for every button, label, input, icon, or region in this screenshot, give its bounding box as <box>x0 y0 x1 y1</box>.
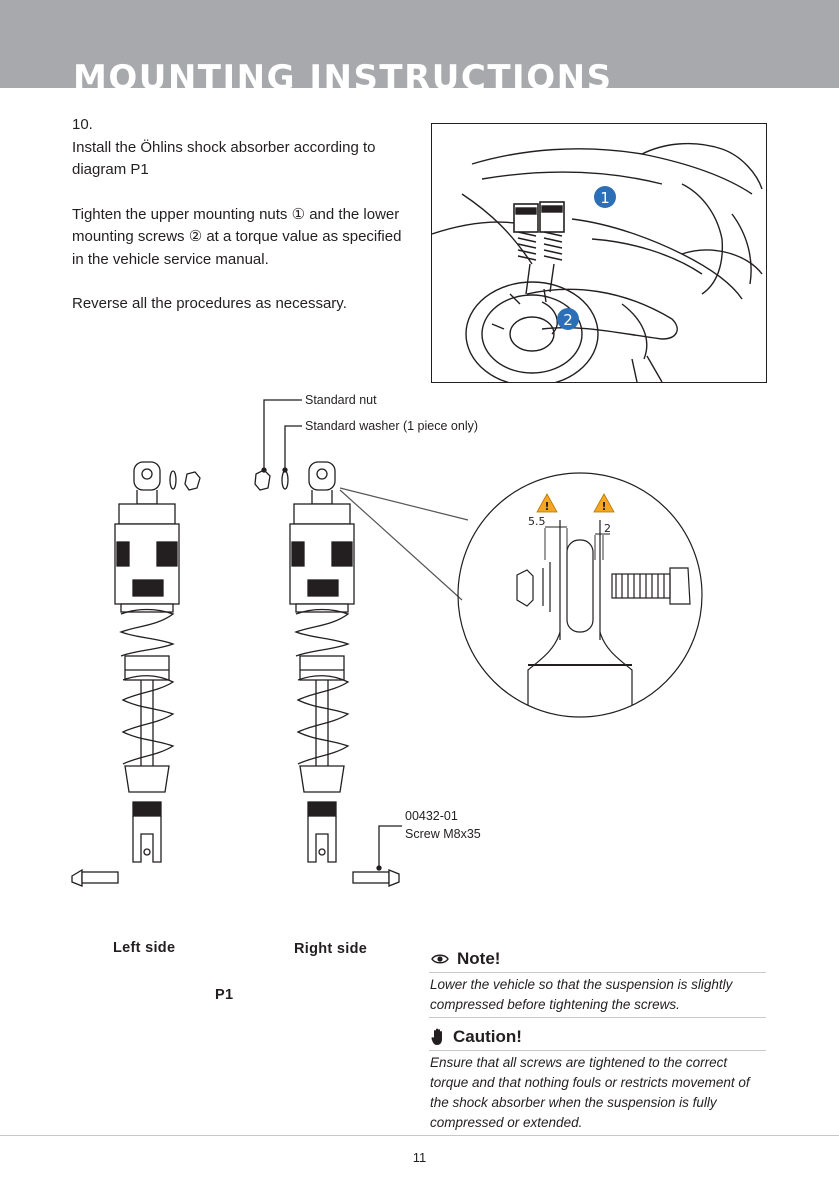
page-number: 11 <box>412 1150 427 1165</box>
washer-leader-line <box>284 425 302 470</box>
marker-2-label: 2 <box>563 311 573 329</box>
footer-divider <box>0 1135 839 1136</box>
marker-1-circle <box>594 186 616 208</box>
marker-1-label: 1 <box>600 189 610 207</box>
left-shock <box>114 461 180 863</box>
left-hardware <box>71 470 201 887</box>
svg-text:!: ! <box>601 500 606 513</box>
svg-text:!: ! <box>544 500 549 513</box>
hand-icon <box>431 1028 442 1045</box>
header-band: MOUNTING INSTRUCTIONS <box>0 0 839 88</box>
shock-diagram: ! ! 5.5 2 <box>71 399 703 887</box>
torque-text: Tighten the upper mounting nuts ① and th… <box>72 205 402 268</box>
motorcycle-drawing: 1 2 <box>432 142 763 382</box>
marker-2-circle <box>557 308 579 330</box>
detail-zoom <box>339 472 703 718</box>
note-title: Note! <box>457 949 501 968</box>
warning-icon-right: ! <box>593 493 615 513</box>
right-shock <box>289 461 355 863</box>
note-header: Note! <box>429 948 766 973</box>
step-number: 10. <box>72 116 93 133</box>
caution-title: Caution! <box>453 1027 522 1046</box>
screw-leader-line <box>378 825 402 868</box>
photo-marker-2: 2 <box>557 308 579 330</box>
screw-code-label: 00432-01 <box>405 809 458 823</box>
caution-header: Caution! <box>429 1026 766 1051</box>
nut-leader-line <box>263 399 302 470</box>
dimension-left: 5.5 <box>528 515 546 528</box>
screw-name-label: Screw M8x35 <box>405 827 481 841</box>
eye-icon <box>431 954 449 964</box>
note-box: Note! Lower the vehicle so that the susp… <box>429 948 766 1018</box>
note-text: Lower the vehicle so that the suspension… <box>429 973 766 1018</box>
figure-label: P1 <box>215 987 234 1003</box>
motorcycle-illustration: 1 2 <box>431 123 767 383</box>
dimension-right: 2 <box>604 522 611 535</box>
photo-marker-1: 1 <box>594 186 616 208</box>
left-side-label: Left side <box>113 940 176 956</box>
warning-icon-left: ! <box>536 493 558 513</box>
instructions: 10. Install the Öhlins shock absorber ac… <box>72 114 417 338</box>
caution-box: Caution! Ensure that all screws are tigh… <box>429 1026 766 1136</box>
right-hardware <box>254 399 402 887</box>
reverse-text: Reverse all the procedures as necessary. <box>72 295 347 312</box>
standard-washer-label: Standard washer (1 piece only) <box>305 419 479 433</box>
standard-nut-label: Standard nut <box>305 393 377 407</box>
page-title: MOUNTING INSTRUCTIONS <box>73 58 613 88</box>
step-text: Install the Öhlins shock absorber accord… <box>72 138 376 179</box>
right-side-label: Right side <box>294 941 368 957</box>
caution-text: Ensure that all screws are tightened to … <box>429 1051 766 1136</box>
